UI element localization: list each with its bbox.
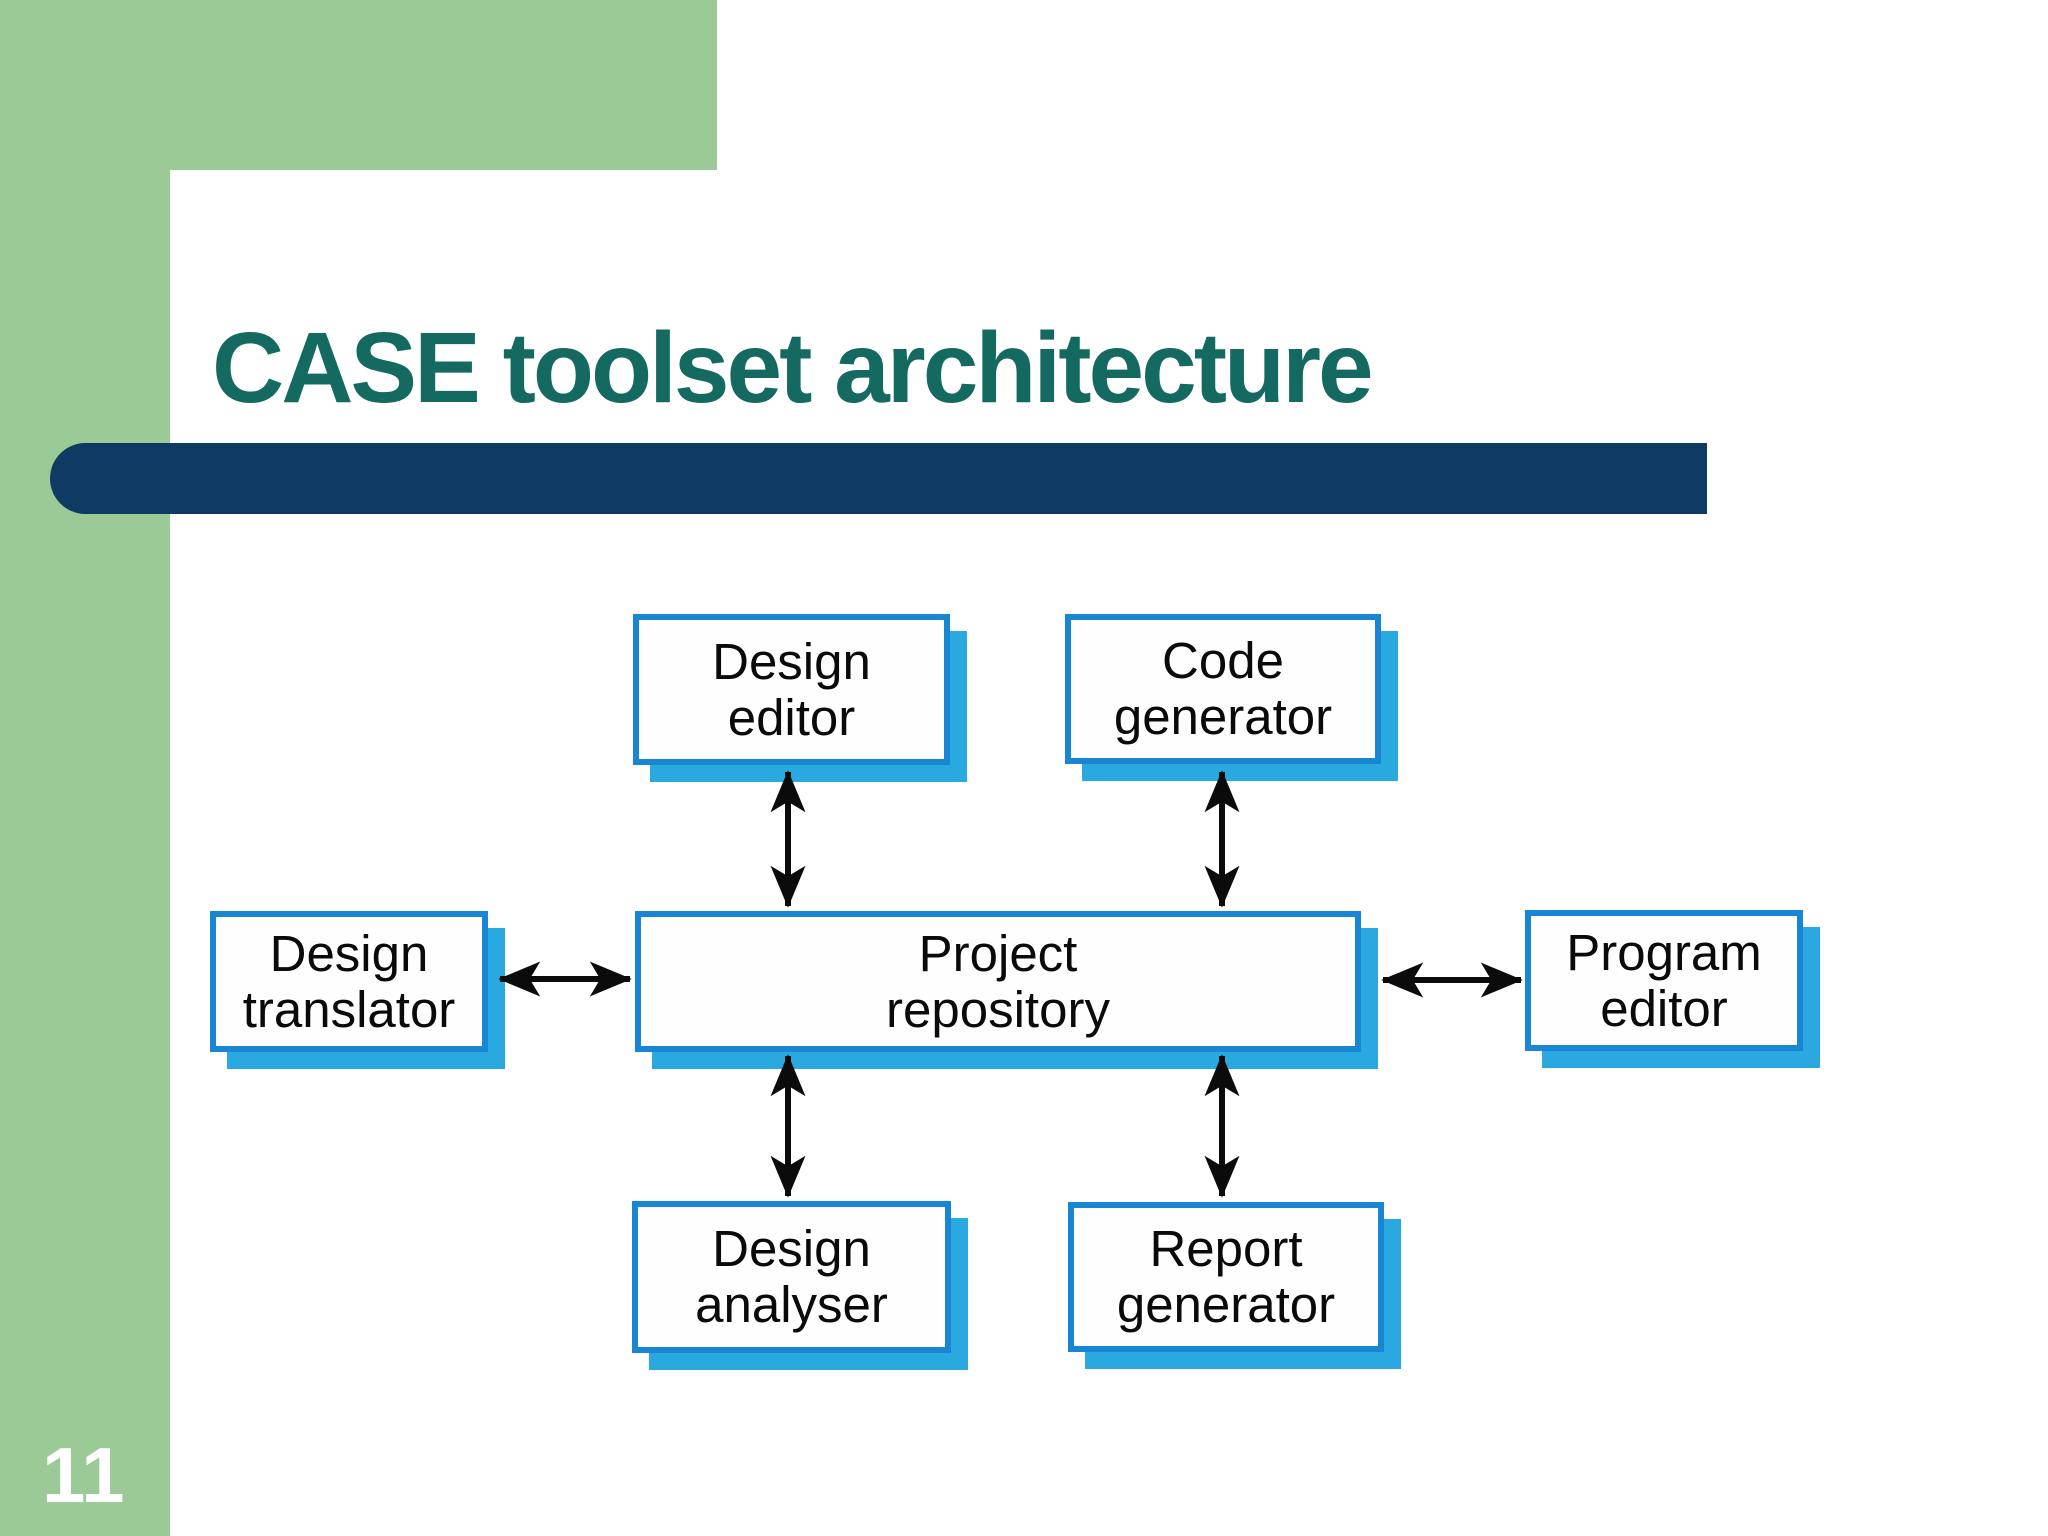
- node-report-generator: Report generator: [1068, 1202, 1384, 1352]
- page-number: 11: [42, 1431, 125, 1519]
- node-design-editor: Design editor: [633, 614, 950, 765]
- green-sidebar: [0, 0, 170, 1536]
- node-label-line: editor: [727, 688, 856, 746]
- node-design-analyser: Design analyser: [632, 1201, 951, 1353]
- node-program-editor: Program editor: [1525, 910, 1803, 1051]
- node-label-line: Project: [918, 924, 1078, 982]
- node-label-line: Design: [269, 924, 429, 982]
- node-project-repository: Project repository: [635, 911, 1361, 1052]
- node-label-line: Program: [1566, 923, 1762, 981]
- node-label-line: Design: [712, 632, 871, 690]
- node-label-line: Report: [1149, 1220, 1303, 1277]
- green-top-band: [0, 0, 717, 170]
- node-label-line: generator: [1116, 1276, 1336, 1333]
- node-label-line: Code: [1162, 632, 1284, 689]
- node-label-line: translator: [242, 980, 456, 1038]
- node-label-line: editor: [1600, 979, 1728, 1037]
- node-label-line: generator: [1113, 688, 1333, 745]
- node-design-translator: Design translator: [210, 911, 488, 1052]
- node-label-line: analyser: [695, 1276, 888, 1333]
- node-label-line: repository: [886, 980, 1110, 1038]
- node-code-generator: Code generator: [1065, 614, 1381, 764]
- title-accent-bar: [50, 443, 1707, 514]
- node-label-line: Design: [712, 1220, 871, 1277]
- slide-title: CASE toolset architecture: [212, 312, 1374, 424]
